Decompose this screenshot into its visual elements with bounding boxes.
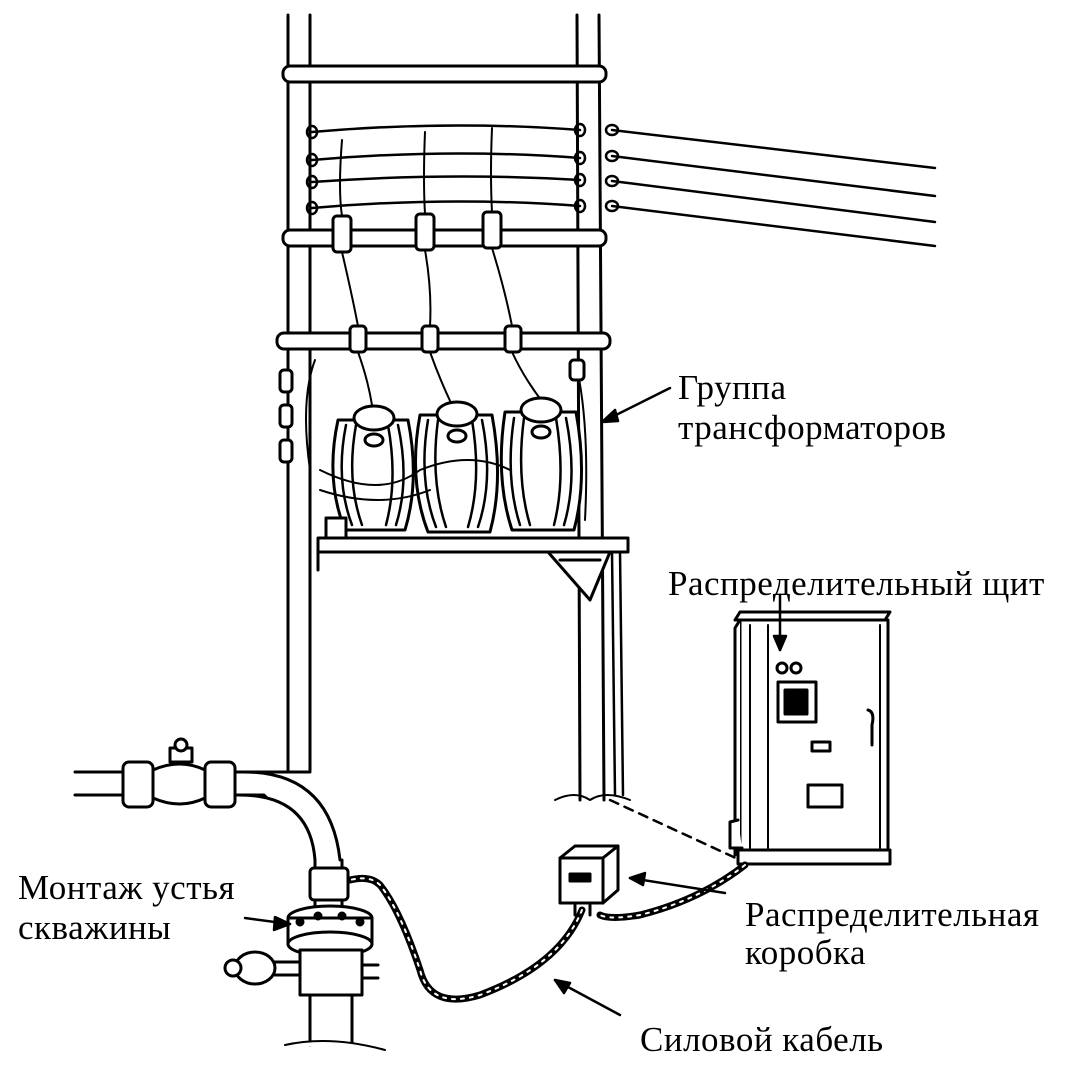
label-transformers-line1: Группа — [678, 368, 787, 407]
pole-hardware-left — [278, 358, 586, 464]
label-switchboard: Распределительный щит — [668, 564, 1045, 603]
overhead-lines — [305, 122, 937, 248]
label-transformers-line2: трансформаторов — [678, 408, 947, 447]
junction-box — [558, 844, 620, 917]
label-junction-box-line1: Распределительная — [745, 895, 1040, 934]
leader-arrows — [243, 386, 788, 1017]
crossarms — [275, 64, 612, 351]
label-power-cable: Силовой кабель — [640, 1020, 884, 1059]
buried-cable-line — [608, 798, 742, 862]
label-junction-box-line2: коробка — [745, 933, 867, 972]
switchboard-cabinet — [728, 610, 892, 866]
label-wellhead-line2: скважины — [18, 908, 172, 947]
power-cables-texture — [349, 864, 746, 1001]
transformer-bank — [319, 396, 584, 534]
label-wellhead-line1: Монтаж устья — [18, 868, 236, 907]
conduit — [610, 550, 625, 797]
transformer-platform — [316, 516, 630, 602]
power-cables — [346, 861, 749, 1003]
wellhead-assembly — [73, 737, 386, 1051]
